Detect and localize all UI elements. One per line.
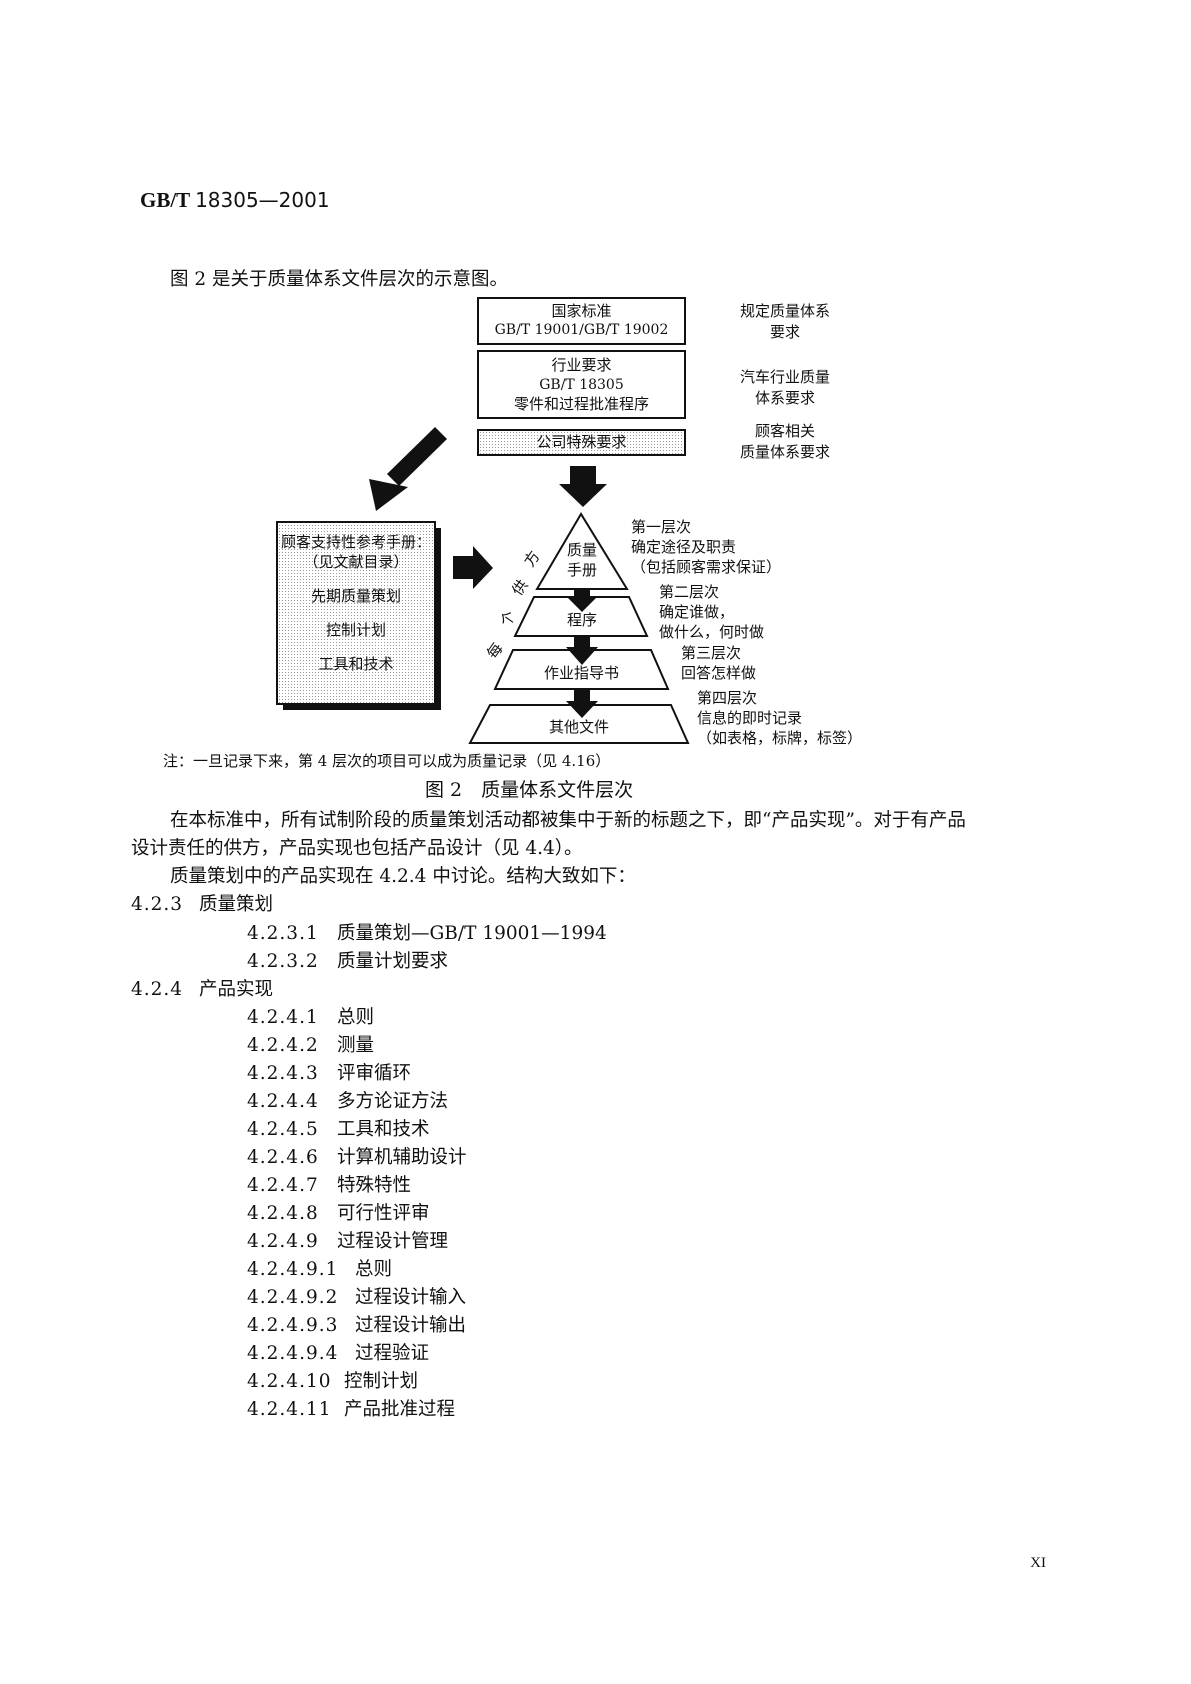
right-label-2: 汽车行业质量 体系要求 [739, 368, 830, 407]
side-item-apqp: 先期质量策划 [310, 587, 401, 605]
figure-caption: 图 2 质量体系文件层次 [425, 779, 634, 801]
company-specific-box [477, 429, 686, 456]
pyramid-level-1 [535, 512, 629, 590]
diagonal-arrow [369, 427, 447, 511]
standard-number: 18305—2001 [195, 188, 330, 212]
right-label-1: 规定质量体系 要求 [739, 302, 830, 341]
industry-requirements-text: 行业要求 GB/T 18305 零件和过程批准程序 [513, 356, 649, 413]
level-label-3: 第三层次 回答怎样做 [681, 644, 757, 682]
standard-code: GB/T 18305—2001 [140, 188, 330, 213]
pyramid-arrow-2 [566, 637, 598, 665]
body-paragraph-2: 质量策划中的产品实现在 4.2.4 中讨论。结构大致如下： [170, 866, 636, 887]
national-standard-text: 国家标准 GB/T 19001/GB/T 19002 [494, 302, 669, 338]
pyramid-text-4: 其他文件 [548, 718, 609, 736]
body-paragraph-1-line-2: 设计责任的供方，产品实现也包括产品设计（见 4.4）。 [131, 838, 583, 859]
level-label-4: 第四层次 信息的即时记录 （如表格，标牌，标签） [697, 689, 863, 747]
side-item-tools: 工具和技术 [318, 655, 394, 673]
intro-sentence: 图 2 是关于质量体系文件层次的示意图。 [170, 269, 509, 290]
pyramid-text-3: 作业指导书 [543, 664, 619, 682]
side-item-control-plan: 控制计划 [325, 621, 386, 639]
quality-system-diagram [276, 297, 690, 744]
right-label-3: 顾客相关 质量体系要求 [739, 422, 830, 461]
right-arrow [453, 546, 493, 589]
side-box-heading: 顾客支持性参考手册： （见文献目录） [280, 533, 431, 571]
pyramid-arrow-1 [566, 590, 598, 612]
pyramid-level-3 [493, 649, 670, 690]
pyramid-arrow-3 [566, 690, 598, 718]
level-label-1: 第一层次 确定途径及职责 （包括顾客需求保证） [631, 518, 782, 576]
standard-prefix: GB/T [140, 188, 190, 212]
side-reference-box [276, 521, 436, 705]
pyramid-level-2 [513, 596, 649, 637]
pyramid-text-2: 程序 [566, 611, 597, 629]
company-specific-text: 公司特殊要求 [536, 433, 627, 451]
national-standard-box [477, 297, 686, 345]
figure-note: 注：一旦记录下来，第 4 层次的项目可以成为质量记录（见 4.16） [163, 752, 611, 770]
page-number: XI [1030, 1555, 1046, 1571]
body-paragraph-1-line-1: 在本标准中，所有试制阶段的质量策划活动都被集中于新的标题之下，即“产品实现”。对… [170, 810, 966, 831]
industry-requirements-box [477, 350, 686, 419]
level-label-2: 第二层次 确定谁做， 做什么，何时做 [659, 583, 765, 641]
down-arrow [559, 466, 607, 507]
pyramid-text-1: 质量 手册 [566, 541, 597, 579]
pyramid-level-4 [468, 704, 690, 744]
